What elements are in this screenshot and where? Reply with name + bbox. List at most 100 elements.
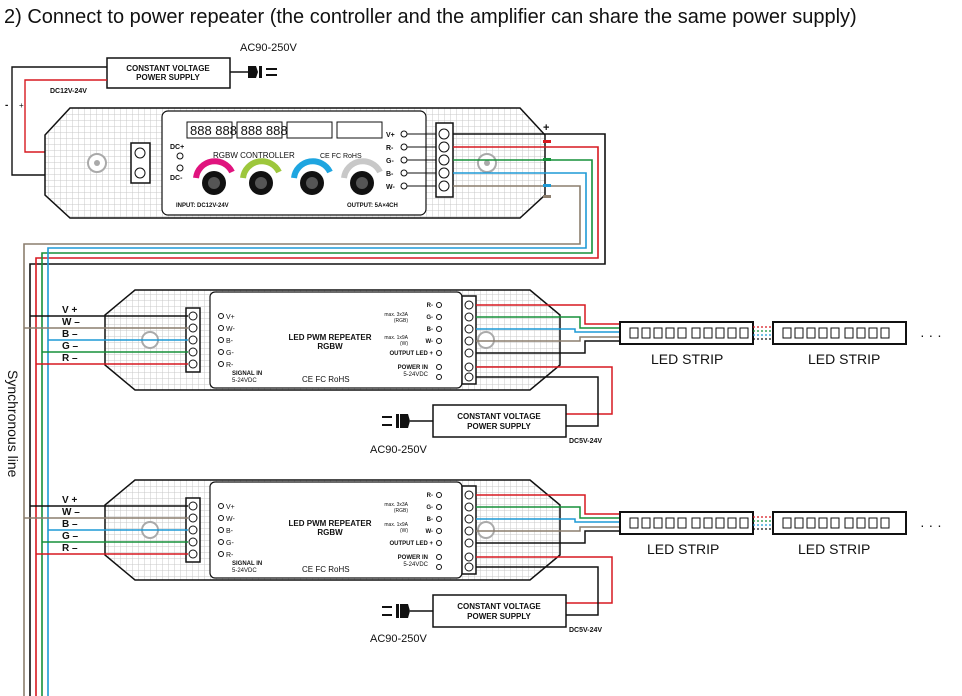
- r1-bus-v: V +: [62, 305, 77, 316]
- r2-signal-in-1: SIGNAL IN: [232, 561, 262, 567]
- r1-out-2: B-: [427, 327, 433, 333]
- plus-sign: +: [543, 122, 549, 134]
- r1-psu-line1: CONSTANT VOLTAGE: [457, 412, 541, 421]
- controller-out-2: G-: [386, 158, 394, 165]
- r1-bus-labels: V + W – B – G – R –: [62, 305, 80, 364]
- r1-psu-dc-label: DC5V-24V: [569, 438, 602, 445]
- r1-certs: CE FC RoHS: [302, 375, 350, 384]
- r1-mains-label: AC90-250V: [370, 444, 428, 456]
- r2-out-0: R-: [427, 493, 433, 499]
- controller-out-1: R-: [386, 145, 394, 152]
- r2-in-2: B-: [226, 528, 234, 535]
- r2-max-w-1: max. 1x9A: [384, 522, 408, 528]
- r1-signal-in-2: 5-24VDC: [232, 378, 257, 384]
- r2-ellipsis: · · ·: [920, 517, 942, 533]
- diagram-title: 2) Connect to power repeater (the contro…: [4, 6, 857, 28]
- r1-out-4: OUTPUT LED +: [389, 351, 433, 357]
- r2-power-in-1: POWER IN: [398, 555, 428, 561]
- r1-in-3: G-: [226, 350, 234, 357]
- sync-label: Synchronous line: [5, 370, 21, 478]
- r2-bus-r: R –: [62, 543, 78, 554]
- r1-in-2: B-: [226, 338, 234, 345]
- r2-strip-label-b: LED STRIP: [798, 541, 870, 557]
- r1-name-2: RGBW: [317, 342, 343, 351]
- r1-in-1: W-: [226, 326, 235, 333]
- r2-out-3: W-: [425, 529, 433, 535]
- r2-name-2: RGBW: [317, 528, 343, 537]
- r2-output-wires: [476, 494, 620, 616]
- r1-plug-icon: [400, 414, 410, 428]
- r2-strip-label-a: LED STRIP: [647, 541, 719, 557]
- r2-bus-labels: V + W – B – G – R –: [62, 495, 80, 554]
- controller-certs: CE FC RoHS: [320, 153, 362, 160]
- r2-in-1: W-: [226, 516, 235, 523]
- controller-display: 888 888 888 888: [186, 121, 383, 139]
- r1-ellipsis: · · ·: [920, 327, 942, 343]
- r2-psu-line1: CONSTANT VOLTAGE: [457, 602, 541, 611]
- controller-output-wires: [23, 133, 606, 696]
- top-power-supply: CONSTANT VOLTAGE POWER SUPPLY AC90-250V …: [50, 42, 298, 95]
- r2-max-rgb-2: (RGB): [394, 508, 409, 514]
- r1-max-w-1: max. 1x9A: [384, 335, 408, 341]
- r1-input-wires: [24, 315, 188, 365]
- top-mains-label: AC90-250V: [240, 42, 298, 54]
- r2-out-2: B-: [427, 517, 433, 523]
- r1-bus-g: G –: [62, 341, 79, 352]
- r1-bus-b: B –: [62, 329, 78, 340]
- r2-psu-dc-label: DC5V-24V: [569, 627, 602, 634]
- r2-psu-line2: POWER SUPPLY: [467, 612, 531, 621]
- r1-strip-label-b: LED STRIP: [808, 351, 880, 367]
- r1-output-wires: [476, 304, 620, 427]
- r1-in-4: R-: [226, 362, 234, 369]
- r1-name-1: LED PWM REPEATER: [289, 333, 372, 342]
- controller-output: OUTPUT: 5A×4CH: [347, 203, 398, 209]
- r1-power-in-2: 5-24VDC: [403, 372, 428, 378]
- r1-max-rgb-2: (RGB): [394, 318, 409, 324]
- repeater-2: V+ W- B- G- R- SIGNAL IN 5-24VDC LED PWM…: [104, 479, 561, 581]
- r2-bus-g: G –: [62, 531, 79, 542]
- psu-top-line1: CONSTANT VOLTAGE: [126, 64, 210, 73]
- controller-knobs: [193, 158, 383, 195]
- r2-power-in-2: 5-24VDC: [403, 562, 428, 568]
- r1-out-1: G-: [426, 315, 433, 321]
- r2-name-1: LED PWM REPEATER: [289, 519, 372, 528]
- r1-signal-in-1: SIGNAL IN: [232, 371, 262, 377]
- controller-out-4: W-: [386, 184, 395, 191]
- controller-out-3: B-: [386, 171, 394, 178]
- r1-out-3: W-: [425, 339, 433, 345]
- svg-text:-: -: [5, 100, 8, 111]
- r2-signal-in-2: 5-24VDC: [232, 568, 257, 574]
- r2-in-0: V+: [226, 504, 235, 511]
- svg-text:888 888 888 888: 888 888 888 888: [190, 123, 288, 138]
- r1-out-0: R-: [427, 303, 433, 309]
- r2-certs: CE FC RoHS: [302, 565, 350, 574]
- controller-out-0: V+: [386, 132, 395, 139]
- svg-text:+: +: [19, 101, 24, 110]
- controller-name: RGBW CONTROLLER: [213, 151, 295, 160]
- controller-dc-plus: DC+: [170, 144, 184, 151]
- r2-plug-icon: [400, 604, 410, 618]
- rgbw-controller: 888 888 888 888 DC+ DC- RGBW CONTROLLER …: [44, 107, 546, 219]
- led-strip-row-1: LED STRIP LED STRIP · · ·: [619, 321, 942, 367]
- r1-bus-r: R –: [62, 353, 78, 364]
- repeater-1: V+ W- B- G- R- SIGNAL IN 5-24VDC LED PWM…: [104, 289, 561, 391]
- controller-input: INPUT: DC12V-24V: [176, 203, 229, 209]
- r1-max-w-2: (W): [400, 341, 408, 347]
- controller-dc-minus: DC-: [170, 175, 183, 182]
- r2-in-4: R-: [226, 552, 234, 559]
- r2-bus-v: V +: [62, 495, 77, 506]
- led-strip-row-2: LED STRIP LED STRIP · · ·: [619, 511, 942, 557]
- plug-icon: [248, 66, 258, 78]
- r2-max-w-2: (W): [400, 528, 408, 534]
- r2-in-3: G-: [226, 540, 234, 547]
- r2-mains-label: AC90-250V: [370, 633, 428, 645]
- r2-bus-b: B –: [62, 519, 78, 530]
- r2-out-1: G-: [426, 505, 433, 511]
- r1-bus-w: W –: [62, 317, 80, 328]
- r1-in-0: V+: [226, 314, 235, 321]
- r1-psu-line2: POWER SUPPLY: [467, 422, 531, 431]
- psu-top-line2: POWER SUPPLY: [136, 73, 200, 82]
- r1-power-supply: CONSTANT VOLTAGE POWER SUPPLY AC90-250V …: [370, 404, 602, 456]
